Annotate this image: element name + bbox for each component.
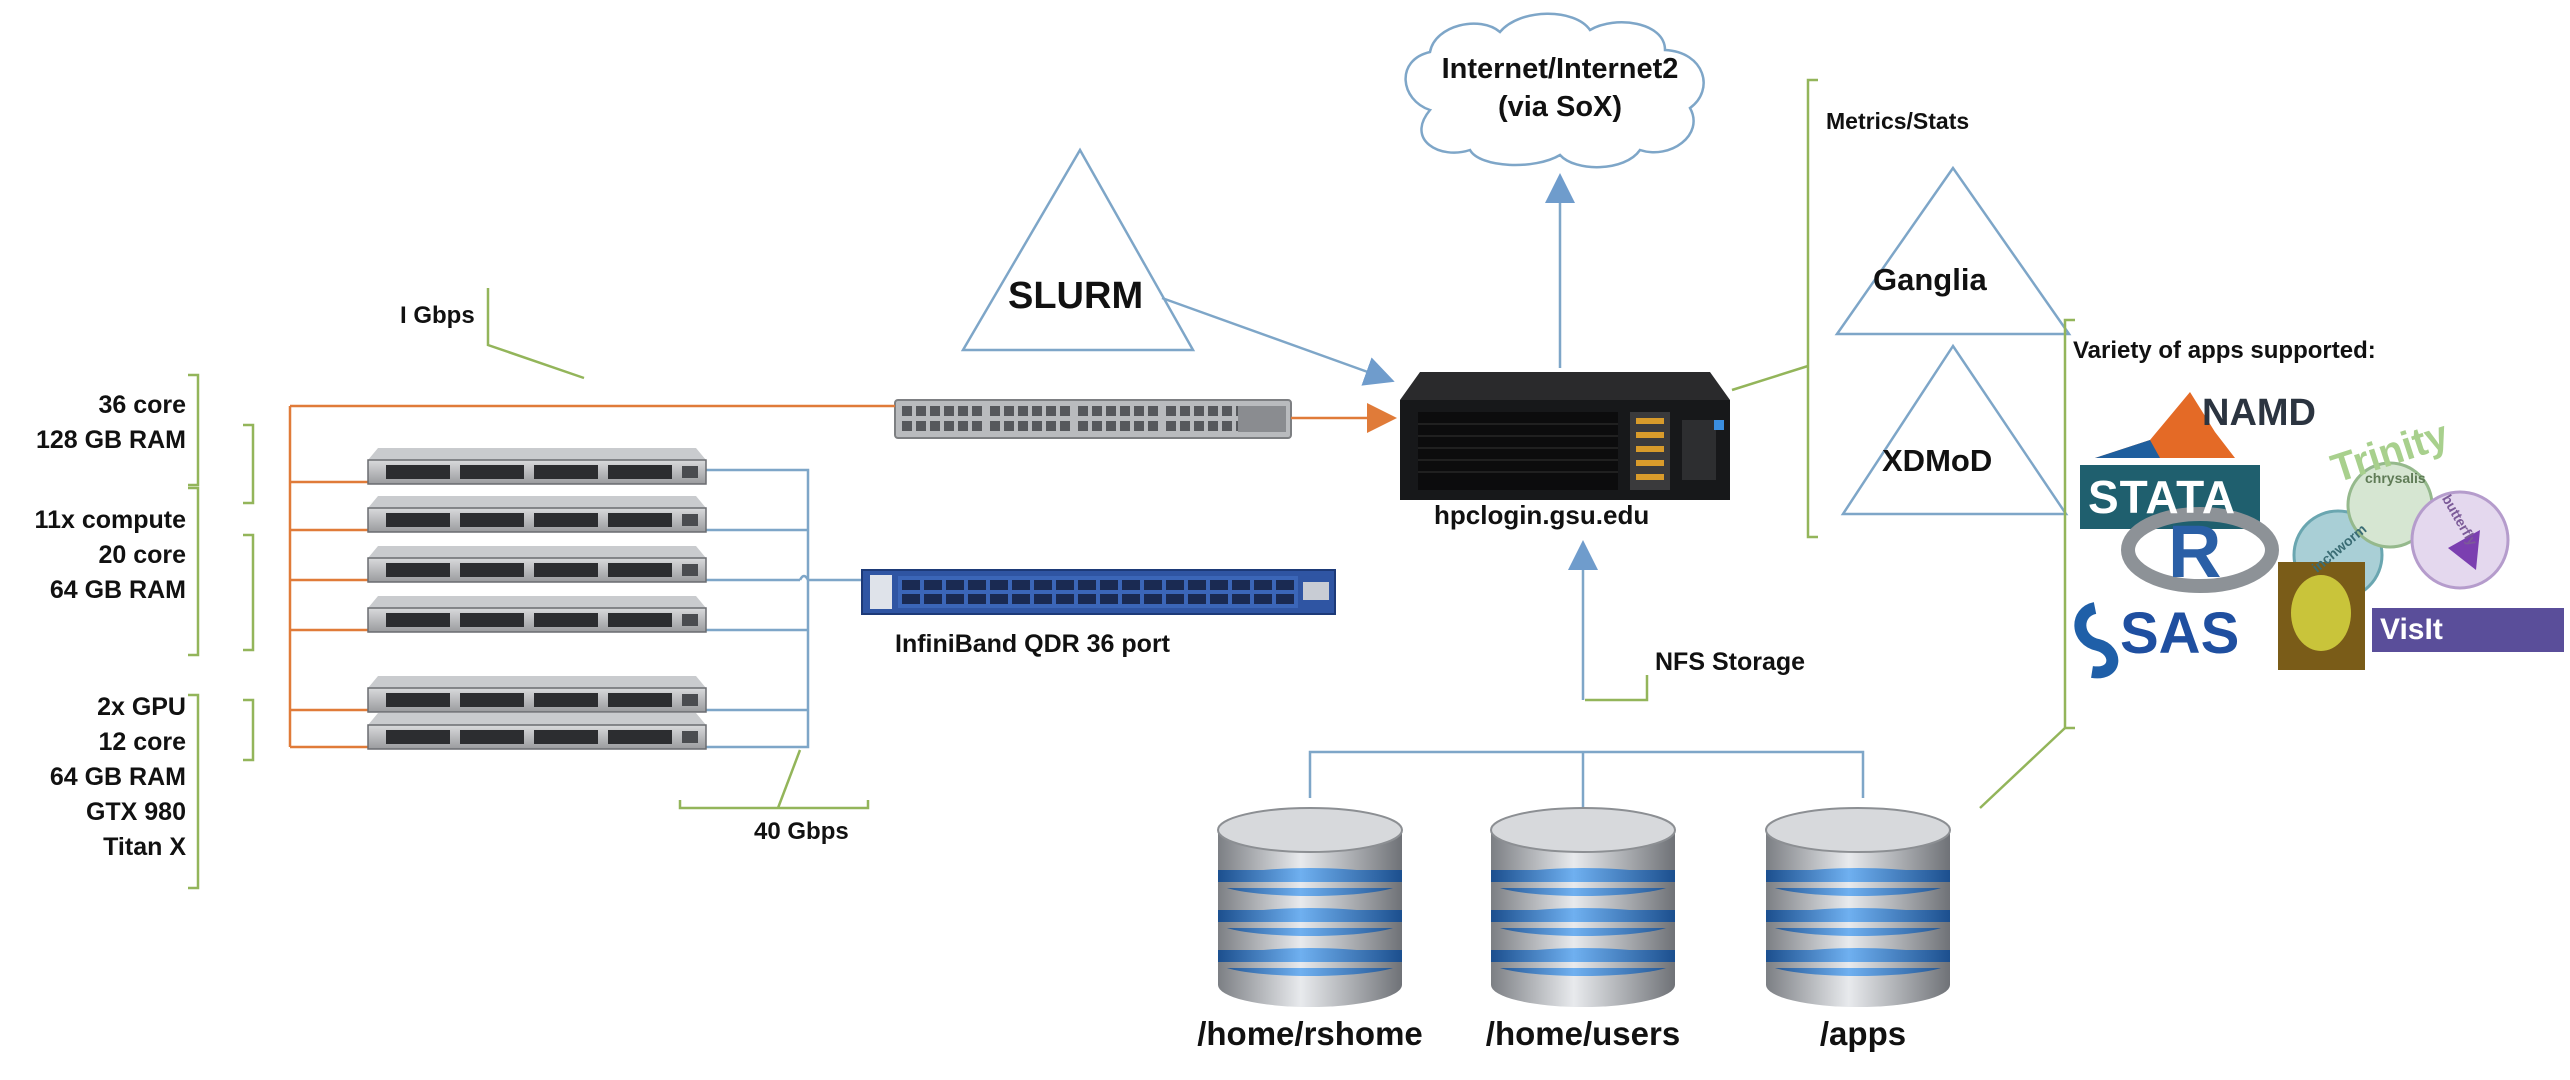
login-node-server (1400, 372, 1730, 500)
database-users (1490, 807, 1676, 1007)
compute-servers (367, 448, 707, 750)
volume-users-label: /home/users (1485, 1015, 1681, 1052)
cloud-label: Internet/Internet2 (via SoX) (1410, 50, 1710, 126)
node-group-bigmem-label: 36 core 128 GB RAM (36, 388, 186, 458)
spec-line: 20 core (98, 541, 186, 569)
nfs-storage-label: NFS Storage (1655, 648, 1806, 676)
namd-logo: NAMD (2202, 392, 2316, 434)
compute-server (367, 448, 707, 485)
compute-server (367, 596, 707, 633)
apps-title: Variety of apps supported: (2073, 337, 2376, 364)
compute-server (367, 546, 707, 583)
spec-line: 11x compute (34, 506, 186, 534)
visit-logo: VisIt (2380, 613, 2443, 646)
ganglia-triangle (1834, 165, 2072, 336)
database-rshome (1217, 807, 1403, 1007)
node-brackets (188, 288, 870, 890)
database-apps (1765, 807, 1951, 1007)
metrics-bracket (1731, 78, 1818, 539)
metrics-label: Metrics/Stats (1826, 108, 1970, 134)
xdmod-triangle (1840, 343, 2069, 516)
login-node-label: hpclogin.gsu.edu (1434, 500, 1650, 530)
volume-apps-label: /apps (1819, 1015, 1907, 1052)
nfs-label-leader (1585, 675, 1649, 702)
sas-logo: SAS (2120, 601, 2240, 666)
infiniband-switch-label: InfiniBand QDR 36 port (895, 630, 1170, 658)
spec-line: 64 GB RAM (49, 763, 186, 791)
spec-line: 64 GB RAM (49, 576, 186, 604)
ganglia-label: Ganglia (1873, 262, 1987, 297)
xdmod-label: XDMoD (1882, 443, 1993, 478)
chrysalis-logo: chrysalis (2365, 470, 2426, 486)
slurm-label: SLURM (1008, 275, 1144, 317)
spec-line: 2x GPU (97, 693, 186, 721)
cloud-line1: Internet/Internet2 (1441, 53, 1679, 85)
infiniband-switch (861, 569, 1336, 615)
ethernet-links (288, 403, 1397, 749)
slurm-link (1161, 296, 1395, 386)
infiniband-links (706, 468, 862, 749)
compute-server (367, 496, 707, 533)
nfs-links (1308, 540, 1865, 808)
compute-server (367, 713, 707, 750)
spec-line: Titan X (103, 833, 186, 861)
infiniband-bandwidth-label: 40 Gbps (754, 818, 849, 845)
app-logos (2074, 392, 2564, 679)
ethernet-switch (894, 399, 1292, 439)
stata-logo: STATA (2088, 471, 2237, 523)
volume-rshome-label: /home/rshome (1197, 1015, 1423, 1052)
spec-line: 36 core (98, 391, 186, 419)
compute-server (367, 676, 707, 713)
spec-line: GTX 980 (85, 798, 186, 826)
cloud-line2: (via SoX) (1497, 91, 1623, 123)
node-group-compute-label: 11x compute 20 core 64 GB RAM (35, 503, 186, 608)
apps-bracket (1979, 318, 2075, 809)
ethernet-bandwidth-label: I Gbps (400, 302, 475, 329)
spec-line: 128 GB RAM (35, 426, 186, 454)
r-logo: R (2168, 510, 2222, 593)
slurm-triangle (960, 147, 1196, 352)
node-group-gpu-label: 2x GPU 12 core 64 GB RAM GTX 980 Titan X (50, 690, 186, 865)
spec-line: 12 core (98, 728, 186, 756)
internet-cloud (1404, 12, 1705, 169)
